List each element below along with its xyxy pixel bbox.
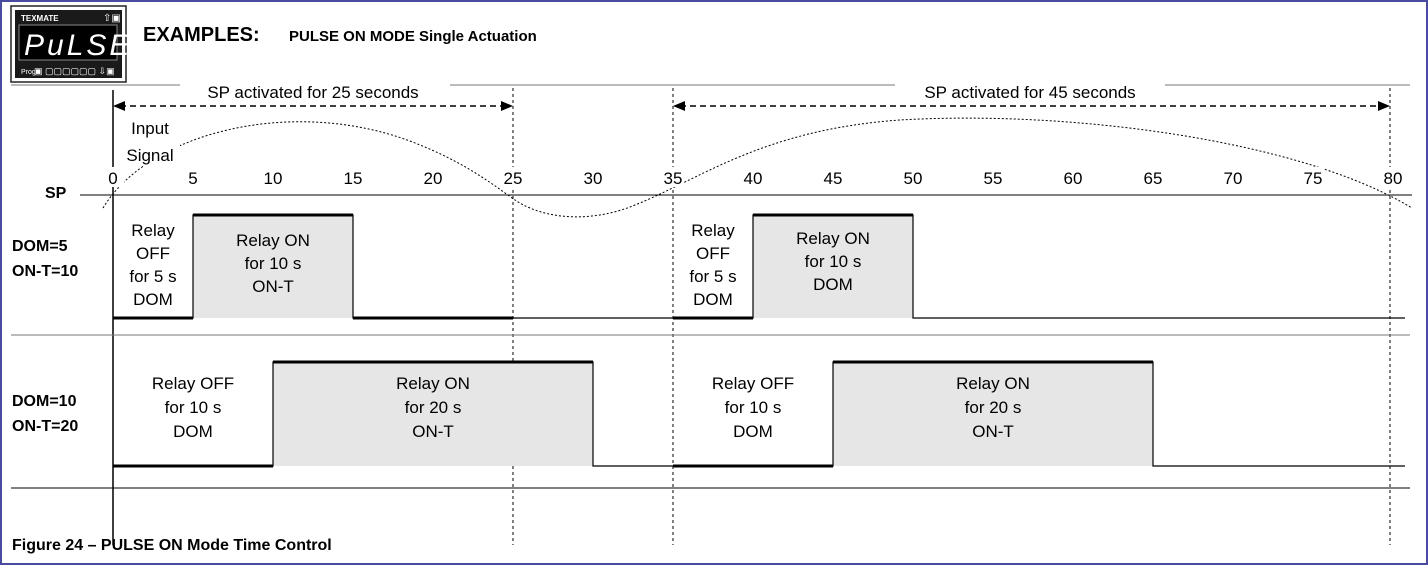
sp-label: SP <box>45 185 67 202</box>
logo-display: PuLSE <box>24 29 132 62</box>
time-tick-label: 75 <box>1304 169 1323 188</box>
time-tick-label: 5 <box>188 169 197 188</box>
texmate-logo: TEXMATE ⇧▣ PuLSE Prog ▣ ▢▢▢▢▢▢ ⇩▣ <box>10 5 132 83</box>
row2-seg1-line1: Relay OFF <box>152 374 234 393</box>
time-tick-bg <box>1382 167 1404 187</box>
time-tick-label: 50 <box>904 169 923 188</box>
time-tick-bg <box>1222 167 1244 187</box>
row2-seg2-line1: Relay ON <box>396 374 470 393</box>
time-tick-bg <box>502 167 524 187</box>
header-title-main: EXAMPLES: <box>143 24 260 46</box>
time-tick-bg <box>582 167 604 187</box>
time-tick-bg <box>1142 167 1164 187</box>
time-tick-bg <box>262 167 284 187</box>
row2-label-ont: ON-T=20 <box>12 418 78 435</box>
row1-seg4-line2: for 10 s <box>805 252 862 271</box>
row2-seg4-line3: ON-T <box>972 422 1014 441</box>
logo-footer: Prog <box>21 69 36 76</box>
logo-up-icon: ⇧▣ <box>103 13 121 24</box>
time-tick-bg <box>982 167 1004 187</box>
span-arrow-first <box>113 82 513 111</box>
time-tick-label: 60 <box>1064 169 1083 188</box>
time-tick-label: 80 <box>1384 169 1403 188</box>
input-signal-label-2: Signal <box>126 146 173 165</box>
row2-relay-on-fill-1 <box>273 362 593 466</box>
row1-seg1-line1: Relay <box>131 221 175 240</box>
time-tick-label: 55 <box>984 169 1003 188</box>
time-tick-bg <box>1302 167 1324 187</box>
row1-seg3-line3: for 5 s <box>689 267 736 286</box>
row2-seg4-line1: Relay ON <box>956 374 1030 393</box>
figure-caption: Figure 24 – PULSE ON Mode Time Control <box>12 537 332 554</box>
time-tick-labels: 0 5 10 15 20 25 30 35 40 45 50 55 60 65 70 75 80 <box>102 167 1404 188</box>
time-tick-bg <box>1062 167 1084 187</box>
time-tick-bg <box>902 167 924 187</box>
time-tick-bg <box>342 167 364 187</box>
time-tick-label: 20 <box>424 169 443 188</box>
row1-relay-signal <box>113 214 1405 319</box>
row1-seg3-line1: Relay <box>691 221 735 240</box>
row2-seg4-line2: for 20 s <box>965 398 1022 417</box>
row1-seg3-line4: DOM <box>693 290 733 309</box>
span-label-first: SP activated for 25 seconds <box>207 83 418 102</box>
row1-seg2-line1: Relay ON <box>236 231 310 250</box>
row2-seg1-line3: DOM <box>173 422 213 441</box>
time-tick-bg <box>742 167 764 187</box>
row2-seg1-line2: for 10 s <box>165 398 222 417</box>
time-tick-label: 0 <box>108 169 117 188</box>
row2-seg2-line3: ON-T <box>412 422 454 441</box>
row2-seg2-line2: for 20 s <box>405 398 462 417</box>
row1-seg4-line1: Relay ON <box>796 229 870 248</box>
time-tick-label: 65 <box>1144 169 1163 188</box>
time-tick-bg <box>662 167 684 187</box>
header-title-sub: PULSE ON MODE Single Actuation <box>289 28 537 45</box>
row1-seg4-line3: DOM <box>813 275 853 294</box>
span-label-second: SP activated for 45 seconds <box>924 83 1135 102</box>
row2-label-dom: DOM=10 <box>12 393 77 410</box>
logo-brand: TEXMATE <box>21 14 59 23</box>
time-tick-bg <box>422 167 444 187</box>
time-tick-label: 15 <box>344 169 363 188</box>
input-signal-label-1: Input <box>131 119 169 138</box>
row1-relay-on-fill-2 <box>753 215 913 318</box>
time-tick-label: 10 <box>264 169 283 188</box>
row2-seg3-line1: Relay OFF <box>712 374 794 393</box>
time-tick-label: 45 <box>824 169 843 188</box>
row-dom10: DOM=10 ON-T=20 Relay OFF for 10 s DOM Re… <box>12 360 1405 468</box>
row1-seg2-line3: ON-T <box>252 277 294 296</box>
row1-seg1-line2: OFF <box>136 244 170 263</box>
span-arrow-second <box>673 82 1390 111</box>
row1-seg2-line2: for 10 s <box>245 254 302 273</box>
time-tick-bg <box>822 167 844 187</box>
row1-seg1-line4: DOM <box>133 290 173 309</box>
row1-seg3-line2: OFF <box>696 244 730 263</box>
time-tick-label: 25 <box>504 169 523 188</box>
row1-label-ont: ON-T=10 <box>12 263 78 280</box>
row1-label-dom: DOM=5 <box>12 238 68 255</box>
time-tick-label: 35 <box>664 169 683 188</box>
row2-relay-on-fill-2 <box>833 362 1153 466</box>
row2-seg3-line3: DOM <box>733 422 773 441</box>
row-dom5: DOM=5 ON-T=10 Relay OFF for 5 s DOM Rela… <box>12 213 1405 320</box>
row1-seg1-line3: for 5 s <box>129 267 176 286</box>
row2-seg3-line2: for 10 s <box>725 398 782 417</box>
time-tick-label: 70 <box>1224 169 1243 188</box>
time-tick-label: 30 <box>584 169 603 188</box>
logo-buttons-icon: ▣ ▢▢▢▢▢▢ ⇩▣ <box>34 66 115 76</box>
time-tick-label: 40 <box>744 169 763 188</box>
time-tick-bg <box>182 167 204 187</box>
row1-relay-on-fill-1 <box>193 215 353 318</box>
input-signal-curve <box>102 117 1413 218</box>
time-tick-bg <box>102 167 124 187</box>
